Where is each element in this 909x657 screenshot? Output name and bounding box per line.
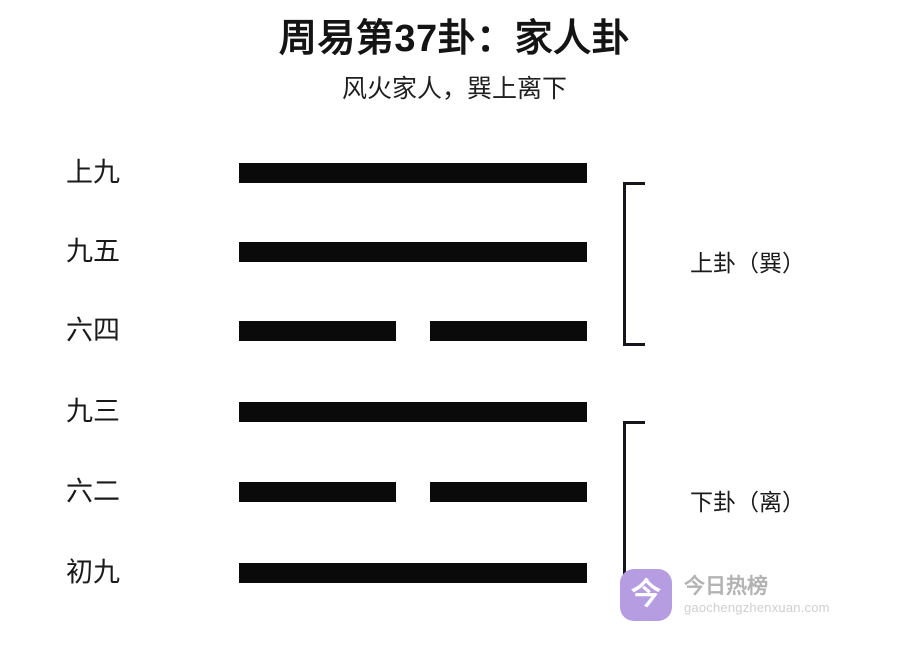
line-label-5: 九五 (66, 236, 120, 267)
line-label-3: 九三 (66, 396, 120, 427)
watermark-text: 今日热榜 gaochengzhenxuan.com (684, 574, 830, 615)
hexagram-line-row: 九五 (0, 238, 909, 265)
hexagram-line-row: 初九 (0, 559, 909, 586)
hexagram-diagram: 上九 九五 六四 九三 六二 初九 (0, 140, 909, 610)
yin-bar-left (239, 482, 396, 502)
yang-bar (239, 163, 587, 183)
watermark-site-name: 今日热榜 (684, 574, 768, 598)
hexagram-line-row: 六二 (0, 478, 909, 505)
line-label-4: 六四 (66, 315, 120, 346)
page-title: 周易第37卦：家人卦 (278, 18, 631, 60)
yang-bar (239, 402, 587, 422)
hexagram-line-row: 上九 (0, 159, 909, 186)
yang-bar (239, 563, 587, 583)
watermark: 今 今日热榜 gaochengzhenxuan.com (620, 569, 830, 621)
hexagram-line-row: 九三 (0, 398, 909, 425)
upper-trigram-label: 上卦（巽） (690, 250, 805, 276)
line-art-yang-3 (239, 402, 587, 422)
line-art-yin-4 (239, 321, 587, 341)
line-label-6: 上九 (66, 157, 120, 188)
lower-trigram-bracket (623, 421, 645, 585)
yin-bar-left (239, 321, 396, 341)
yin-bar-right (430, 482, 587, 502)
line-art-yin-2 (239, 482, 587, 502)
yin-bar-right (430, 321, 587, 341)
line-art-yang-1 (239, 563, 587, 583)
jinrirebang-logo-icon: 今 (620, 569, 672, 621)
header: 周易第37卦：家人卦 风火家人，巽上离下 (0, 0, 909, 104)
lower-trigram-label: 下卦（离） (690, 489, 805, 515)
line-label-2: 六二 (66, 476, 120, 507)
hexagram-line-row: 六四 (0, 317, 909, 344)
watermark-domain: gaochengzhenxuan.com (684, 599, 830, 615)
line-art-yang-5 (239, 242, 587, 262)
line-art-yang-6 (239, 163, 587, 183)
line-label-1: 初九 (66, 557, 120, 588)
yang-bar (239, 242, 587, 262)
upper-trigram-bracket (623, 182, 645, 346)
page-subtitle: 风火家人，巽上离下 (341, 74, 567, 103)
